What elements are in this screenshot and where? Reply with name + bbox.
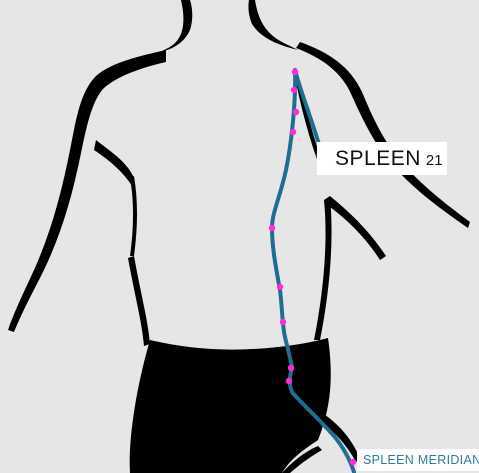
acupoint bbox=[291, 87, 297, 93]
acupoint bbox=[286, 378, 292, 384]
acupoint bbox=[350, 459, 356, 465]
point-name: SPLEEN bbox=[335, 142, 421, 175]
acupoint bbox=[280, 319, 286, 325]
meridian-label: SPLEEN MERIDIAN bbox=[357, 449, 479, 471]
spleen-21-label: SPLEEN 21 bbox=[317, 142, 447, 175]
acupoint bbox=[277, 284, 283, 290]
acupoint bbox=[292, 69, 298, 75]
point-number: 21 bbox=[426, 144, 443, 177]
acupoint bbox=[288, 365, 294, 371]
acupoint bbox=[290, 129, 296, 135]
acupoint bbox=[269, 225, 275, 231]
meridian-label-text: SPLEEN MERIDIAN bbox=[363, 449, 479, 471]
acupoint bbox=[293, 109, 299, 115]
